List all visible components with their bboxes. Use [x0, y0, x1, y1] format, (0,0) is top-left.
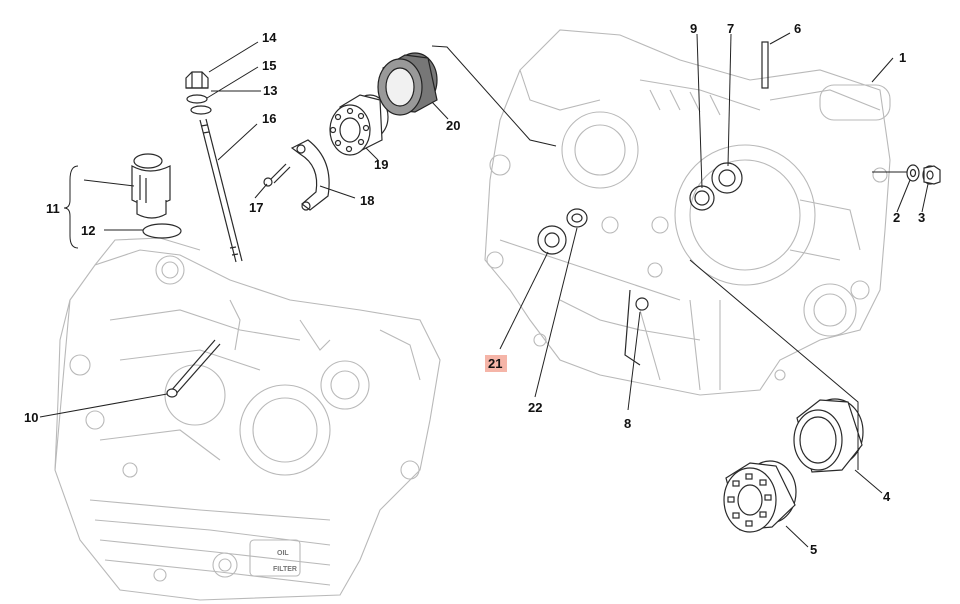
filter-label: FILTER — [273, 566, 297, 573]
callout-20: 20 — [446, 118, 460, 133]
part-5-roller-bearing — [723, 460, 797, 533]
left-crankcase-half: OIL FILTER — [54, 237, 441, 601]
callout-4: 4 — [883, 489, 891, 504]
callout-17: 17 — [249, 200, 263, 215]
part-18-bracket — [290, 139, 330, 211]
leader-lines — [39, 32, 929, 548]
callout-21: 21 — [488, 356, 502, 371]
callout-22: 22 — [528, 400, 542, 415]
oil-label: OIL — [277, 550, 289, 557]
callout-11: 11 — [46, 201, 60, 216]
callout-13: 13 — [263, 83, 277, 98]
callout-2: 2 — [893, 210, 900, 225]
callout-7: 7 — [727, 21, 734, 36]
callout-3: 3 — [918, 210, 925, 225]
callout-6: 6 — [794, 21, 801, 36]
part-12-o-ring — [142, 223, 182, 239]
callout-9: 9 — [690, 21, 697, 36]
part-19-ball-bearing — [329, 94, 389, 156]
part-14-cap-nut — [185, 71, 209, 89]
callout-10: 10 — [24, 410, 38, 425]
callout-18: 18 — [360, 193, 374, 208]
part-13-o-ring — [190, 105, 212, 115]
callout-8: 8 — [624, 416, 631, 431]
callout-21-highlight — [485, 355, 507, 372]
part-20-sleeve — [377, 52, 438, 116]
part-2-washer — [906, 164, 920, 182]
callout-1: 1 — [899, 50, 906, 65]
part-17-screw — [263, 163, 291, 187]
right-crankcase-half — [484, 29, 891, 396]
callout-14: 14 — [262, 30, 277, 45]
bearing-7-in-situ — [711, 162, 743, 194]
part-11-filter — [131, 153, 171, 219]
callout-19: 19 — [374, 157, 388, 172]
callout-12: 12 — [81, 223, 95, 238]
callout-16: 16 — [262, 111, 276, 126]
callout-5: 5 — [810, 542, 817, 557]
part-16-stud — [199, 118, 243, 263]
part-4-outer-race — [793, 398, 864, 473]
callout-numbers: 1 2 3 4 5 6 7 8 9 10 11 12 13 14 15 16 1… — [24, 21, 925, 557]
callout-15: 15 — [262, 58, 276, 73]
part-15-washer — [186, 94, 208, 104]
part-3-plug — [922, 165, 941, 185]
